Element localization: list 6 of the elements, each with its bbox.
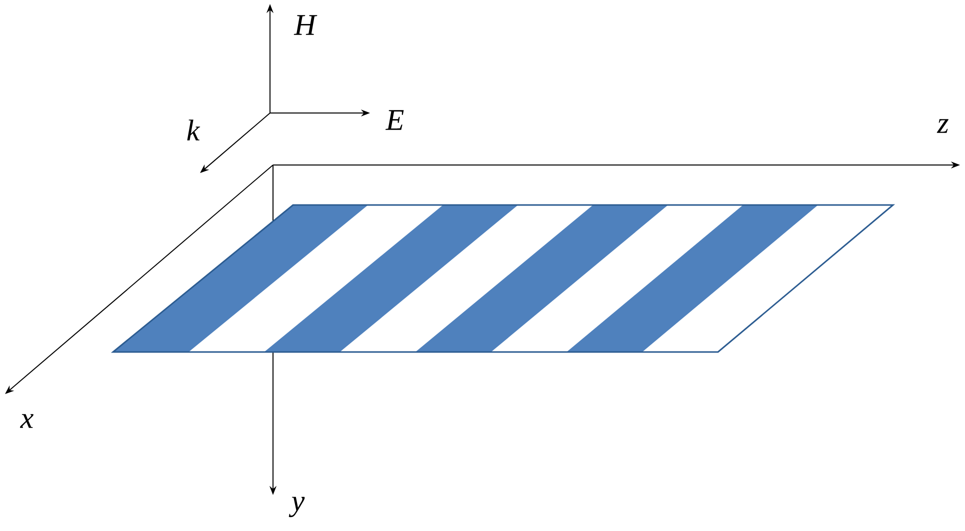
axis-label: k [187,120,200,140]
axis-label: H [294,15,318,35]
axis-label: x [20,414,34,428]
axis-label: z [936,119,948,133]
axis-label: E [386,110,404,130]
axis-label: y [288,496,305,518]
